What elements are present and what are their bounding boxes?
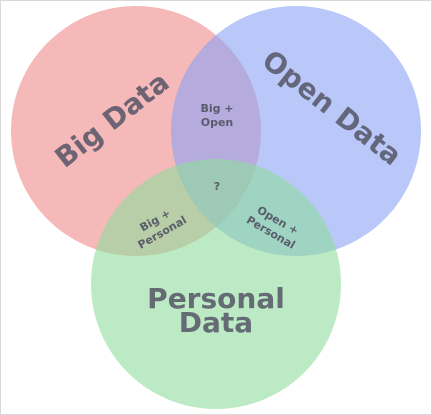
label-big-open-line1: Big + — [200, 102, 233, 115]
label-center-unknown: ? — [214, 180, 220, 193]
label-big-open: Big + Open — [200, 102, 233, 129]
label-big-open-line2: Open — [201, 116, 234, 129]
circle-personal-data — [91, 159, 341, 409]
label-personal-data-line2: Data — [179, 306, 253, 339]
label-personal-data-line1: Personal — [147, 282, 285, 315]
